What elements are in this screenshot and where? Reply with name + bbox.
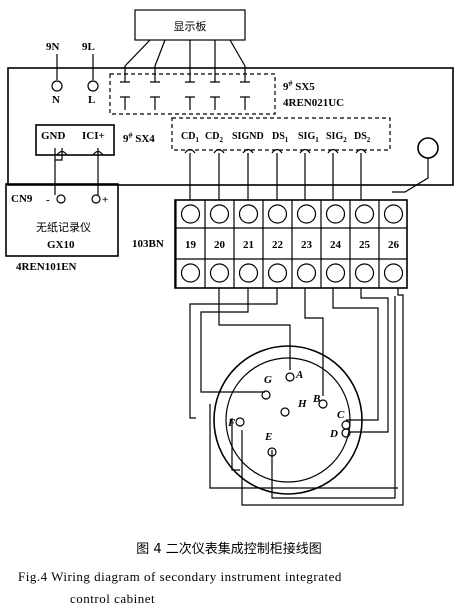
terminal-screw-top: [325, 204, 346, 224]
cn9-name: 无纸记录仪: [36, 221, 91, 234]
cn9-label: CN9: [11, 193, 33, 205]
terminal-screw-bottom: [267, 263, 288, 283]
connector-pins: AB CD E F G H: [227, 369, 351, 457]
sx4-pin-label: SIG2: [326, 131, 347, 144]
connector-pin-label: B: [312, 393, 320, 405]
connector-pin-a: [285, 372, 295, 382]
sx4-pin-labels: CD1 CD2 SIGND DS1 SIG1 SIG2 DS2: [181, 131, 371, 144]
sx4-name: SX4: [133, 133, 156, 145]
terminal-number: 24: [330, 239, 342, 251]
terminal-screw-top: [238, 204, 259, 224]
display-board: 显示板: [124, 9, 246, 67]
svg-text:9# SX5: 9# SX5: [283, 79, 315, 93]
sx4-pin-label: CD2: [205, 131, 223, 144]
power-9l-label: 9L: [82, 41, 95, 53]
terminal-number: 21: [243, 239, 254, 251]
connector-pin-b: [318, 399, 328, 409]
cn9-model: GX10: [47, 239, 75, 251]
cn9-plus: +: [102, 194, 108, 206]
terminal-screw-top: [209, 204, 230, 224]
sx5-prefix: 9: [283, 81, 289, 93]
connector-pin-label: H: [297, 398, 307, 410]
connector-pin-e: [267, 447, 277, 457]
terminal-to-connector-wires: [189, 288, 404, 506]
sx5-name: SX5: [293, 81, 316, 93]
power-9n-label: 9N: [46, 41, 60, 53]
cabinet-indicator: [417, 137, 439, 159]
terminal-number: 20: [214, 239, 226, 251]
terminal-screw-top: [180, 204, 201, 224]
sx5-sup: #: [289, 79, 293, 88]
terminal-block: 103BN 19 20 21 22 23 24 25 26: [132, 199, 408, 289]
sx4-output-box: GND ICI+ 9# SX4: [35, 124, 155, 156]
display-board-label: 显示板: [174, 19, 207, 33]
sx4-pin-label: DS2: [354, 131, 371, 144]
terminal-screw-bottom: [180, 263, 201, 283]
sx5-connector: 9# SX5 4REN021UC: [109, 66, 344, 115]
connector-pin-label: F: [227, 417, 236, 429]
connector-pin-c: [341, 420, 351, 430]
sx4-pin-label: SIG1: [298, 131, 319, 144]
terminal-number: 19: [185, 239, 197, 251]
terminal-block-label: 103BN: [132, 238, 164, 250]
terminal-screw-bottom: [325, 263, 346, 283]
connector-pin-label: D: [329, 428, 338, 440]
sx4-gnd-label: GND: [41, 130, 66, 142]
terminal-number: 22: [272, 239, 284, 251]
terminal-screw-top: [383, 204, 404, 224]
svg-text:9# SX4: 9# SX4: [123, 131, 155, 145]
sx4-pin-label: CD1: [181, 131, 199, 144]
power-n-label: N: [52, 94, 60, 106]
connector-pin-h: [280, 407, 290, 417]
power-l-label: L: [88, 94, 95, 106]
cn9-recorder: CN9 - + 无纸记录仪 GX10 4REN101EN: [5, 148, 119, 273]
connector-pin-d: [341, 428, 351, 438]
cn9-code: 4REN101EN: [16, 261, 77, 273]
caption-en-line1: Fig.4 Wiring diagram of secondary instru…: [18, 569, 342, 584]
terminal-screw-bottom: [209, 263, 230, 283]
connector-pin-label: C: [337, 409, 345, 421]
terminal-number: 25: [359, 239, 371, 251]
sx4-connector: CD1 CD2 SIGND DS1 SIG1 SIG2 DS2: [171, 117, 391, 154]
connector-pin-label: G: [264, 374, 272, 386]
terminal-screw-bottom: [383, 263, 404, 283]
figure-caption: 图 4 二次仪表集成控制柜接线图 Fig.4 Wiring diagram of…: [18, 541, 342, 606]
connector-pin-label: E: [264, 431, 272, 443]
terminal-cells: 19 20 21 22 23 24 25 26: [175, 200, 407, 288]
caption-en-line2: control cabinet: [70, 591, 155, 606]
sx5-code: 4REN021UC: [283, 97, 344, 109]
terminal-screw-top: [267, 204, 288, 224]
terminal-screw-bottom: [354, 263, 375, 283]
terminal-screw-bottom: [238, 263, 259, 283]
caption-cn: 图 4 二次仪表集成控制柜接线图: [136, 541, 322, 557]
terminal-number: 23: [301, 239, 313, 251]
sx4-to-terminal-wires: [189, 153, 362, 200]
terminal-screw-top: [296, 204, 317, 224]
connector-pin-f: [235, 417, 245, 427]
terminal-screw-bottom: [296, 263, 317, 283]
round-connector: AB CD E F G H: [213, 345, 363, 495]
terminal-number: 26: [388, 239, 400, 251]
terminal-screw-top: [354, 204, 375, 224]
cn9-minus: -: [46, 194, 50, 206]
cabinet-box: [7, 67, 454, 186]
power-terminals: 9N 9L N L: [46, 41, 99, 106]
connector-pin-label: A: [295, 369, 303, 381]
sx4-sup: #: [129, 131, 133, 140]
sx4-pin-label: DS1: [272, 131, 289, 144]
sx4-pin-label: SIGND: [232, 131, 264, 142]
sx4-ici-label: ICI+: [82, 130, 105, 142]
connector-pin-g: [261, 390, 271, 400]
sx4-prefix: 9: [123, 133, 129, 145]
